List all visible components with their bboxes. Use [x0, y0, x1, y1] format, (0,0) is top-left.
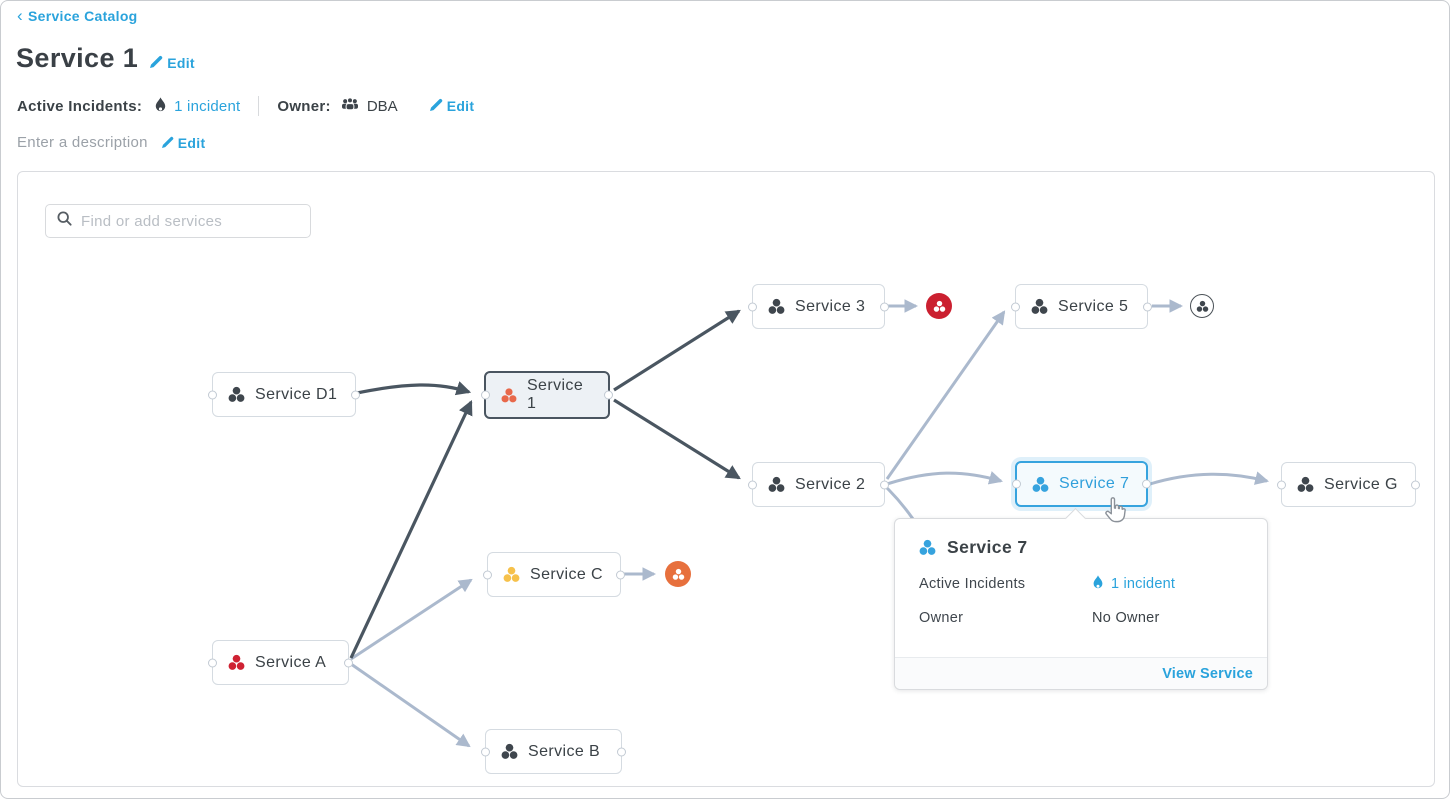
- view-service-link[interactable]: View Service: [1162, 665, 1253, 682]
- service-icon: [933, 300, 945, 312]
- service-icon: [1032, 476, 1049, 492]
- edit-description-label: Edit: [177, 134, 206, 151]
- owner-value: DBA: [366, 97, 398, 115]
- node-label: Service D1: [255, 385, 338, 403]
- port-right[interactable]: [1143, 302, 1152, 311]
- service-icon: [503, 566, 520, 582]
- port-left[interactable]: [1277, 480, 1286, 489]
- service-icon: [228, 654, 245, 670]
- tooltip-owner-label: Owner: [919, 610, 964, 626]
- mouse-cursor-hand-icon: [1103, 496, 1126, 529]
- node-label: Service 5: [1058, 297, 1129, 315]
- port-left[interactable]: [1011, 302, 1020, 311]
- node-service-g[interactable]: Service G: [1277, 462, 1420, 507]
- service-icon: [1031, 298, 1048, 314]
- port-left[interactable]: [208, 390, 217, 399]
- node-label: Service G: [1324, 475, 1398, 493]
- port-right[interactable]: [1411, 480, 1420, 489]
- port-left[interactable]: [1012, 479, 1021, 489]
- edit-owner-button[interactable]: Edit: [429, 98, 475, 114]
- edit-owner-label: Edit: [446, 98, 475, 114]
- active-incidents-link[interactable]: 1 incident: [174, 97, 241, 115]
- flame-icon: [1092, 575, 1104, 593]
- node-service-7[interactable]: Service 7: [1012, 461, 1151, 507]
- users-icon: [341, 97, 359, 115]
- flame-icon: [154, 96, 167, 116]
- collapsed-node-badge-orange[interactable]: [665, 561, 691, 587]
- port-left[interactable]: [481, 747, 490, 756]
- port-right[interactable]: [351, 390, 360, 399]
- service-icon: [919, 539, 936, 555]
- owner-label: Owner:: [277, 97, 331, 115]
- node-service-b[interactable]: Service B: [481, 729, 626, 774]
- service-icon: [1196, 300, 1208, 312]
- service-search-box: [45, 204, 311, 238]
- pencil-icon: [150, 55, 163, 71]
- node-service-5[interactable]: Service 5: [1011, 284, 1152, 329]
- edit-title-label: Edit: [167, 55, 195, 71]
- description-placeholder: Enter a description: [17, 134, 148, 151]
- node-label: Service 1: [526, 377, 584, 412]
- page-title: Service 1: [16, 43, 139, 73]
- dependency-map-canvas[interactable]: [17, 171, 1435, 787]
- tooltip-title: Service 7: [947, 537, 1028, 557]
- port-left[interactable]: [748, 302, 757, 311]
- pencil-icon: [429, 98, 443, 114]
- port-right[interactable]: [617, 747, 626, 756]
- port-right[interactable]: [616, 570, 625, 579]
- port-right[interactable]: [344, 658, 353, 667]
- node-service-2[interactable]: Service 2: [748, 462, 889, 507]
- node-label: Service 7: [1059, 475, 1130, 492]
- port-right[interactable]: [880, 480, 889, 489]
- tooltip-owner-value: No Owner: [1092, 610, 1160, 626]
- node-service-1[interactable]: Service 1: [481, 371, 613, 419]
- edit-description-button[interactable]: Edit: [161, 134, 206, 151]
- tooltip-incident-link[interactable]: 1 incident: [1111, 576, 1176, 592]
- service-icon: [501, 387, 517, 402]
- port-left[interactable]: [748, 480, 757, 489]
- port-right[interactable]: [604, 390, 613, 400]
- port-right[interactable]: [880, 302, 889, 311]
- back-chevron-icon: ‹: [17, 6, 23, 25]
- service-icon: [768, 476, 785, 492]
- service-icon: [1297, 476, 1314, 492]
- edit-title-button[interactable]: Edit: [150, 55, 195, 74]
- breadcrumb-label: Service Catalog: [27, 8, 138, 24]
- node-label: Service 2: [795, 475, 866, 493]
- active-incidents-label: Active Incidents:: [17, 97, 143, 115]
- service-icon: [768, 298, 785, 314]
- node-service-a[interactable]: Service A: [208, 640, 353, 685]
- search-input[interactable]: [81, 212, 299, 230]
- collapsed-node-badge-outline[interactable]: [1190, 294, 1214, 318]
- node-service-c[interactable]: Service C: [483, 552, 625, 597]
- port-right[interactable]: [1142, 479, 1151, 489]
- service-tooltip: Service 7 Active Incidents 1 incident Ow…: [894, 507, 1268, 690]
- node-service-3[interactable]: Service 3: [748, 284, 889, 329]
- node-label: Service 3: [795, 297, 866, 315]
- port-left[interactable]: [481, 390, 490, 400]
- port-left[interactable]: [483, 570, 492, 579]
- node-label: Service B: [528, 742, 601, 760]
- breadcrumb-service-catalog[interactable]: ‹ Service Catalog: [17, 6, 138, 25]
- pencil-icon: [161, 135, 174, 151]
- collapsed-node-badge-red[interactable]: [926, 293, 952, 319]
- node-label: Service C: [530, 565, 603, 583]
- service-icon: [228, 386, 245, 402]
- port-left[interactable]: [208, 658, 217, 667]
- node-label: Service A: [255, 653, 327, 671]
- tooltip-active-incidents-label: Active Incidents: [919, 576, 1026, 592]
- service-icon: [501, 743, 518, 759]
- service-icon: [672, 568, 684, 580]
- node-service-d1[interactable]: Service D1: [208, 372, 360, 417]
- search-icon: [57, 211, 72, 231]
- divider: [258, 96, 260, 116]
